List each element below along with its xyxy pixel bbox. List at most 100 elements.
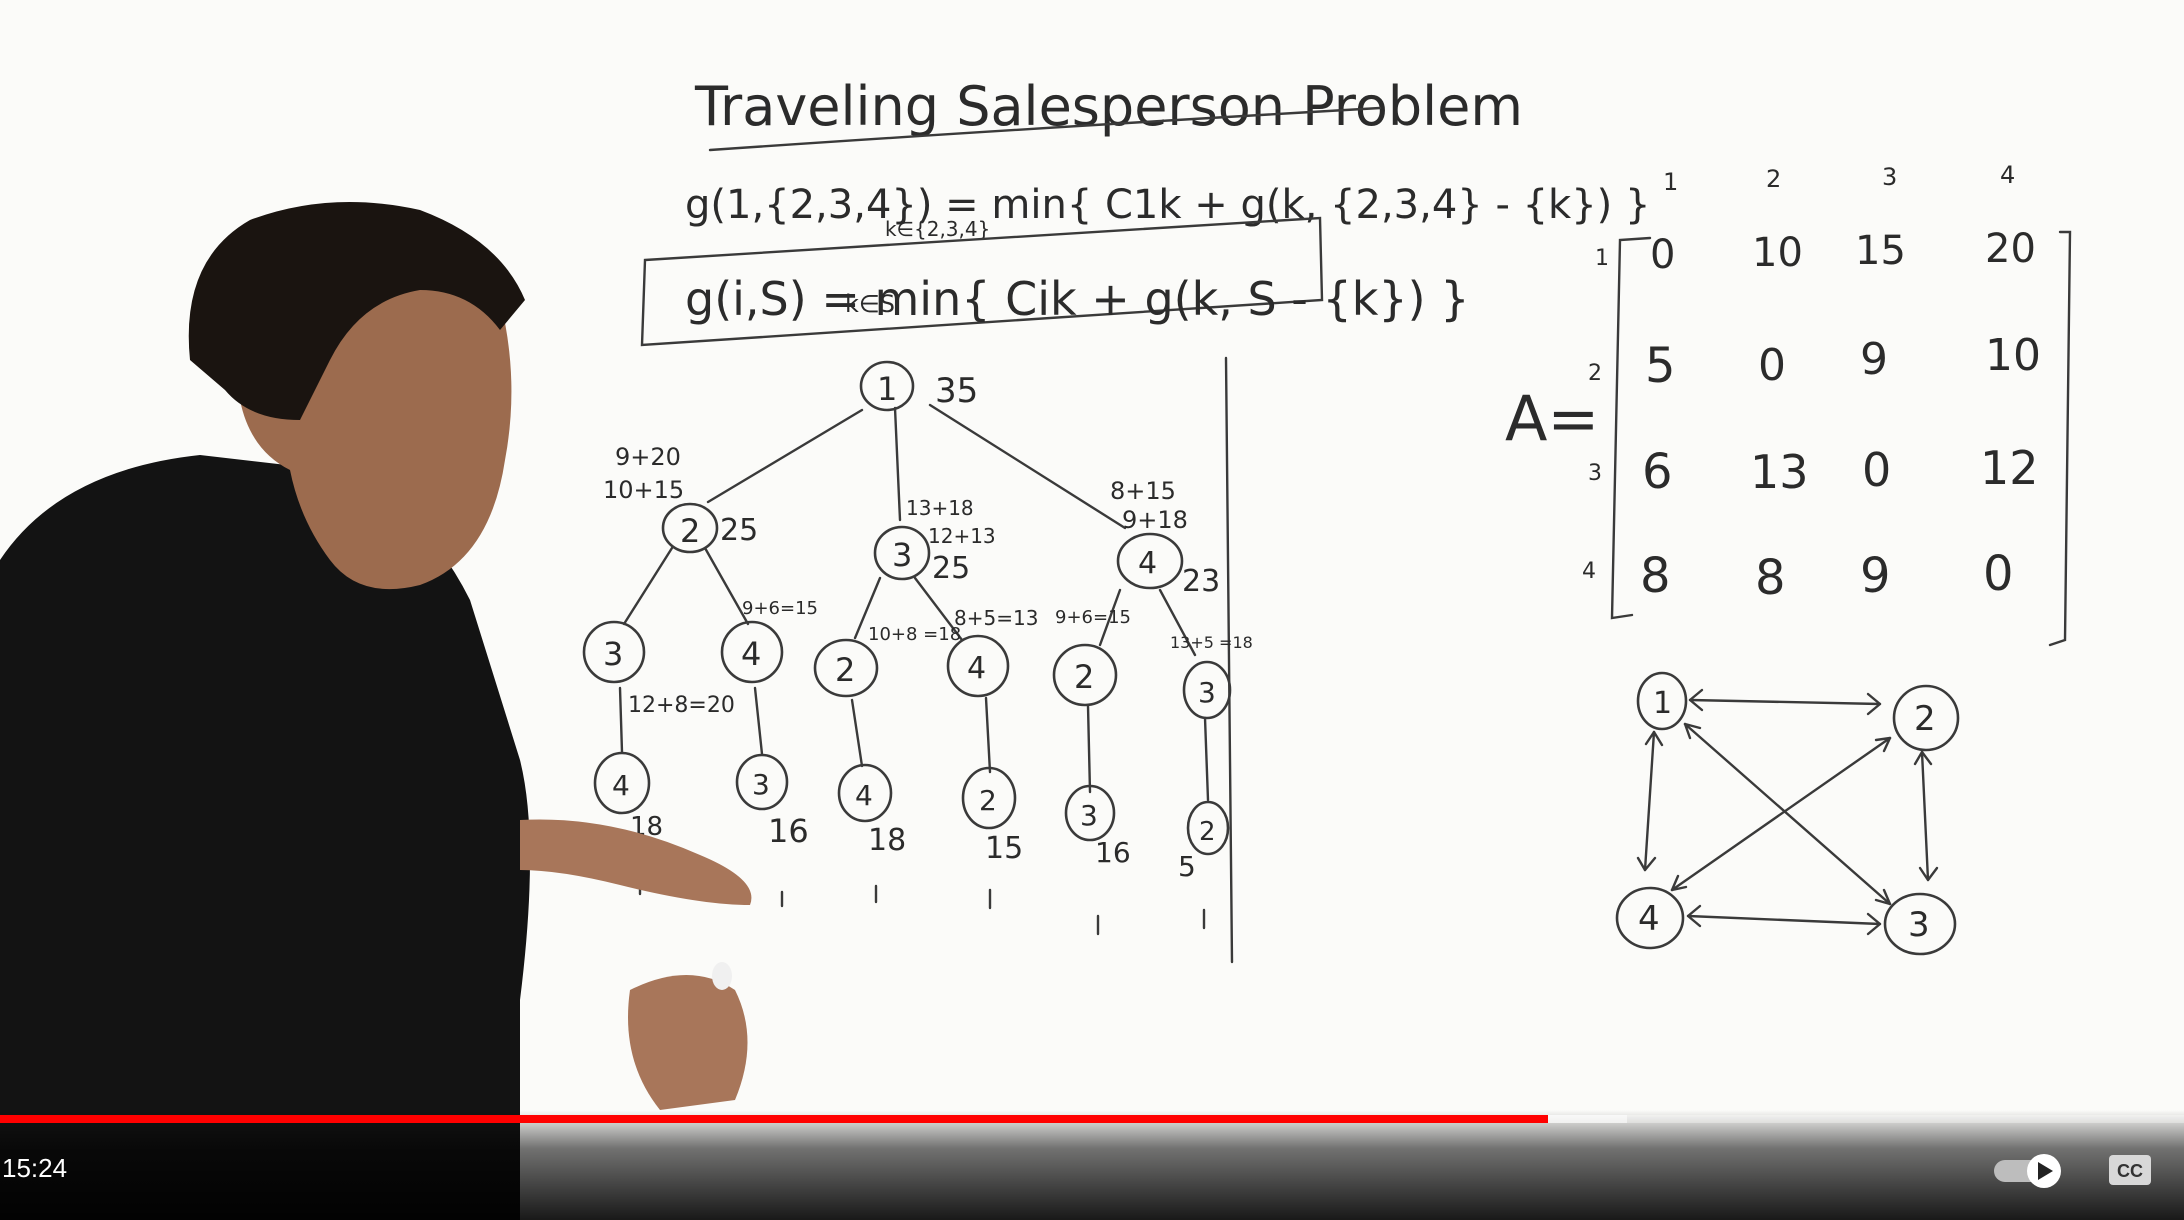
- tree-calc: 10+15: [603, 476, 684, 504]
- svg-text:10: 10: [1752, 230, 1803, 276]
- svg-text:9: 9: [1860, 548, 1891, 604]
- tree-root-cost: 35: [935, 371, 978, 411]
- tree-calc: 13+18: [906, 496, 974, 520]
- graph-node-label: 3: [1908, 905, 1930, 945]
- tree-node: [1052, 643, 1118, 707]
- tree-node-cost: 5: [1178, 850, 1196, 883]
- formula-top-subscript: k∈{2,3,4}: [885, 217, 990, 241]
- svg-text:4: 4: [2000, 161, 2015, 189]
- svg-text:0: 0: [1650, 232, 1675, 278]
- tree-calc: 12+13: [928, 524, 996, 548]
- svg-text:0: 0: [1758, 340, 1786, 391]
- formula-top: g(1,{2,3,4}) = min{ C1k + g(k, {2,3,4} -…: [685, 182, 1650, 228]
- svg-text:CC: CC: [2117, 1161, 2143, 1181]
- tree-node-cost: 18: [868, 823, 906, 858]
- tree-node-label: 2: [1074, 658, 1094, 696]
- graph-node-label: 4: [1638, 899, 1660, 939]
- tree-root-label: 1: [877, 370, 897, 408]
- svg-text:12: 12: [1980, 441, 2039, 495]
- tree-node: [961, 766, 1017, 830]
- closed-captions-icon[interactable]: CC: [2108, 1154, 2152, 1186]
- svg-text:15: 15: [1855, 228, 1906, 274]
- tree-node-cost: 25: [932, 551, 970, 586]
- svg-text:0: 0: [1983, 546, 2014, 602]
- autoplay-toggle-icon[interactable]: [1992, 1150, 2068, 1190]
- tree-calc: 10+8 =18: [868, 624, 961, 645]
- tree-node-label: 2: [680, 512, 700, 550]
- svg-text:3: 3: [1882, 163, 1897, 191]
- tree-node: [735, 753, 789, 811]
- matrix-cells: 0 10 15 20 5 0 9 10 6 13 0 12 8 8 9 0: [1640, 226, 2041, 606]
- tree-node-label: 3: [752, 768, 770, 801]
- tree-node-label: 4: [967, 651, 986, 686]
- svg-text:5: 5: [1645, 338, 1676, 394]
- tree-root-node: [859, 360, 915, 412]
- tree-edges: [618, 403, 1210, 936]
- tree-node-label: 2: [979, 784, 997, 817]
- tree-node: [946, 634, 1010, 698]
- svg-text:3: 3: [1588, 461, 1602, 486]
- tree-calc: 9+6=15: [742, 598, 818, 619]
- tree-node-label: 4: [741, 635, 761, 673]
- title-underline: [708, 106, 1382, 152]
- tree-node-label: 2: [835, 651, 855, 689]
- matrix-name: A=: [1505, 382, 1599, 455]
- tree-node: [1182, 660, 1232, 720]
- tree-calc: 9+6=15: [1055, 607, 1131, 628]
- tree-node: [593, 751, 651, 815]
- tree-node: [661, 502, 719, 554]
- tree-calc: 8+5=13: [954, 606, 1038, 630]
- board-title: Traveling Salesperson Problem: [694, 75, 1523, 138]
- matrix-right-bracket: [2048, 230, 2072, 647]
- tree-node-label: 3: [1080, 799, 1098, 832]
- tree-calc: 13+5 =18: [1170, 633, 1253, 652]
- tree-node-cost: 15: [985, 831, 1023, 866]
- svg-text:0: 0: [1862, 443, 1891, 497]
- tree-calc: 9+20: [615, 443, 681, 471]
- tree-calc: 8+15: [1110, 477, 1176, 505]
- progress-bar[interactable]: [0, 1115, 2184, 1123]
- progress-played: [0, 1115, 1549, 1123]
- graph-node: [1615, 886, 1685, 950]
- svg-text:2: 2: [1588, 361, 1602, 386]
- graph-node: [1883, 892, 1957, 956]
- tree-node: [1186, 800, 1230, 856]
- tree-node-cost: 23: [1182, 564, 1220, 599]
- svg-text:8: 8: [1755, 550, 1786, 606]
- tree-node: [720, 620, 784, 684]
- svg-text:6: 6: [1642, 444, 1673, 500]
- presenter: [0, 202, 752, 1220]
- graph-node-label: 2: [1914, 699, 1936, 739]
- tree-calc: 9+18: [1122, 506, 1188, 534]
- tree-node-cost: 16: [1095, 836, 1131, 869]
- graph-edges: [1636, 688, 1939, 936]
- tree-node-label: 4: [1138, 546, 1157, 581]
- current-time: 15:24: [2, 1153, 68, 1183]
- tree-node: [837, 763, 893, 823]
- player-controls-bar: [0, 1110, 2184, 1220]
- svg-text:4: 4: [1582, 559, 1596, 584]
- svg-text:1: 1: [1595, 246, 1609, 271]
- tree-node-label: 2: [1199, 817, 1216, 847]
- tree-node-label: 4: [855, 779, 873, 812]
- formula-box: [640, 216, 1324, 347]
- svg-text:2: 2: [1766, 165, 1781, 193]
- tree-node: [582, 620, 646, 684]
- tree-node-label: 3: [1198, 676, 1216, 709]
- tree-node-label: 3: [892, 536, 912, 574]
- svg-text:13: 13: [1750, 445, 1809, 499]
- tree-node-label: 3: [603, 635, 623, 673]
- svg-text:10: 10: [1985, 330, 2041, 381]
- graph-node: [1636, 671, 1688, 731]
- tree-node-cost: 25: [720, 513, 758, 548]
- tree-node: [813, 638, 879, 698]
- formula-box-subscript: k∈S: [845, 290, 895, 318]
- graph-node: [1892, 684, 1960, 752]
- tree-node: [1064, 784, 1116, 842]
- tree-node: [1116, 532, 1184, 590]
- graph-node-label: 1: [1653, 686, 1672, 721]
- board-divider: [1224, 356, 1234, 964]
- matrix-col-headers: 1 2 3 4: [1663, 161, 2015, 196]
- tree-node-label: 4: [612, 769, 630, 802]
